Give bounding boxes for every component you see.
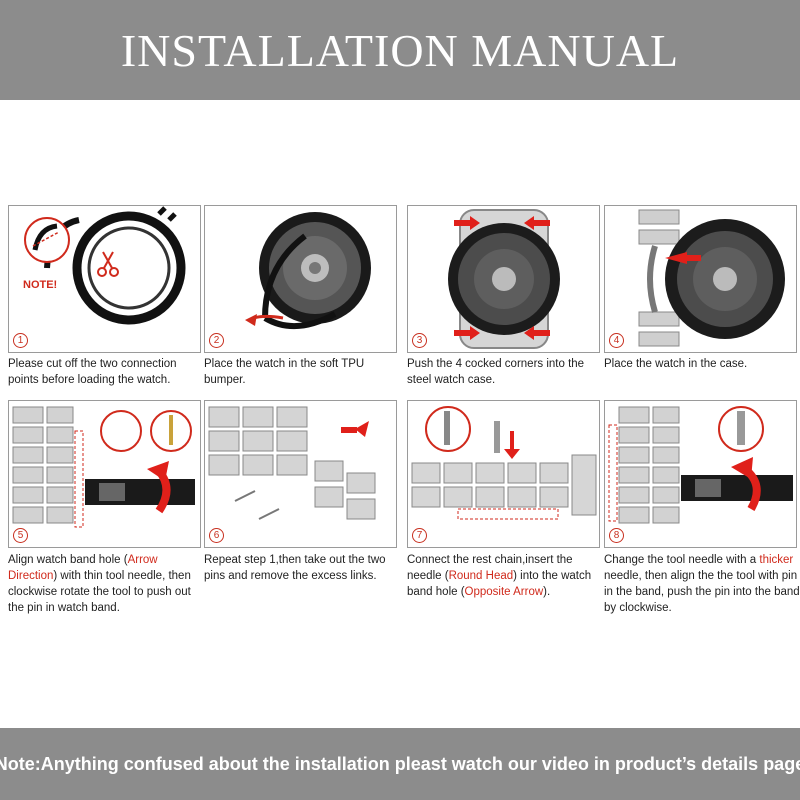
step-5-caption: Align watch band hole (Arrow Direction) … xyxy=(8,554,191,614)
step-8-panel: 8 xyxy=(604,400,797,548)
footer-banner: Note:Anything confused about the install… xyxy=(0,728,800,800)
step-2-panel: 2 xyxy=(204,205,397,353)
bumper-cut-illustration xyxy=(24,206,186,325)
scissors-icon xyxy=(97,251,119,277)
note-label: NOTE! xyxy=(23,279,58,291)
step-number: 5 xyxy=(13,528,28,543)
step-number: 1 xyxy=(13,333,28,348)
step-6-panel: 6 xyxy=(204,400,397,548)
header-banner: INSTALLATION MANUAL xyxy=(0,0,800,100)
connect-chain-illustration xyxy=(411,406,597,520)
step-1-caption: Please cut off the two connection points… xyxy=(8,358,177,386)
insert-pin-illustration xyxy=(608,406,793,524)
footer-note: Note:Anything confused about the install… xyxy=(0,753,800,774)
step-4-panel: 4 xyxy=(604,205,797,353)
arrow-icon xyxy=(665,252,687,264)
arrow-icon xyxy=(355,421,369,437)
step-number: 6 xyxy=(209,528,224,543)
remove-pin-illustration xyxy=(12,406,195,528)
remove-links-illustration xyxy=(208,406,376,520)
step-number: 3 xyxy=(412,333,427,348)
push-arrow-icon xyxy=(454,216,550,340)
watch-into-case-illustration xyxy=(638,209,785,347)
step-3-panel: 3 xyxy=(407,205,600,353)
step-2-caption: Place the watch in the soft TPU bumper. xyxy=(204,358,365,386)
arrow-icon xyxy=(510,431,514,451)
step-7-panel: 7 xyxy=(407,400,600,548)
step-5-panel: 5 xyxy=(8,400,201,548)
watch-into-bumper-illustration xyxy=(245,212,371,330)
step-1-panel: NOTE! 1 xyxy=(8,205,201,353)
step-7-caption: Connect the rest chain,insert the needle… xyxy=(407,554,592,598)
page-title: INSTALLATION MANUAL xyxy=(120,24,680,76)
step-3-caption: Push the 4 cocked corners into the steel… xyxy=(407,358,585,386)
step-6-caption: Repeat step 1,then take out the two pins… xyxy=(204,554,386,582)
steel-case-illustration xyxy=(448,209,560,349)
step-4-caption: Place the watch in the case. xyxy=(604,358,748,370)
step-number: 8 xyxy=(609,528,624,543)
step-8-caption: Change the tool needle with a thicker ne… xyxy=(604,554,800,614)
step-number: 4 xyxy=(609,333,624,348)
step-number: 2 xyxy=(209,333,224,348)
step-number: 7 xyxy=(412,528,427,543)
